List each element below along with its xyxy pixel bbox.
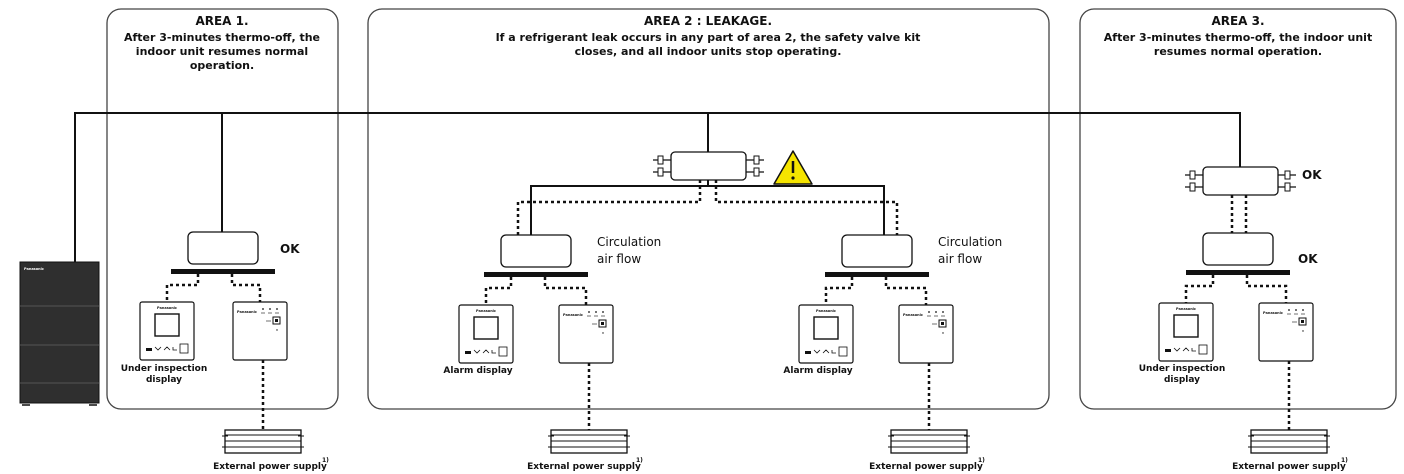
indoor-unit-3 — [841, 234, 913, 268]
svg-text:1): 1) — [1341, 457, 1348, 464]
area-2-text-line-2: closes, and all indoor units stop operat… — [575, 45, 842, 58]
indoor-unit-1 — [187, 231, 259, 265]
svg-text:1): 1) — [978, 457, 985, 464]
area-2-alarm-display-right: Alarm display — [783, 366, 852, 376]
power-supply-icon — [222, 429, 304, 454]
remote-controller-icon: Panasonic — [1158, 302, 1214, 362]
leak-sensor-box-icon: Panasonic — [1258, 302, 1314, 362]
safety-valve-kit-icon — [653, 151, 764, 181]
svg-text:External power supply: External power supply — [869, 462, 983, 472]
area-3-indoor-ok-label: OK — [1298, 252, 1318, 266]
svg-text:Panasonic: Panasonic — [24, 267, 44, 271]
svg-text:External power supply: External power supply — [1232, 462, 1346, 472]
svg-text:External power supply: External power supply — [527, 462, 641, 472]
indoor-unit-3-wiring — [824, 277, 928, 305]
warning-triangle-icon — [773, 150, 813, 185]
area-1-text-line-2: indoor unit resumes normal — [136, 45, 308, 58]
unit-3-circulation-line-1: Circulation — [938, 235, 1002, 249]
indoor-unit-4-wiring — [1184, 275, 1288, 303]
area-3-under-inspection-line-1: Under inspection — [1139, 364, 1226, 374]
svg-text:Panasonic: Panasonic — [1263, 311, 1283, 315]
area-2-frame — [367, 8, 1050, 410]
svg-text:1): 1) — [636, 457, 643, 464]
svg-text:Panasonic: Panasonic — [476, 309, 496, 313]
indoor-unit-4 — [1202, 232, 1274, 266]
external-power-label-1: External power supply 1) — [213, 457, 329, 472]
area-2-branch-pipes — [530, 180, 885, 235]
unit-3-circulation-line-2: air flow — [938, 252, 982, 266]
unit-2-circulation-line-2: air flow — [597, 252, 641, 266]
power-supply-icon — [888, 429, 970, 454]
area-3-title: AREA 3. — [1211, 14, 1264, 28]
svg-text:External power supply: External power supply — [213, 462, 327, 472]
indoor-unit-2-wiring — [484, 277, 588, 305]
svg-text:Panasonic: Panasonic — [1176, 307, 1196, 311]
area-3-valve-ok-label: OK — [1302, 168, 1322, 182]
area-1-under-inspection-line-1: Under inspection — [121, 364, 208, 374]
power-supply-icon — [1248, 429, 1330, 454]
svg-text:Panasonic: Panasonic — [237, 310, 257, 314]
indoor-unit-2-ceiling-bar — [484, 272, 588, 277]
svg-text:Panasonic: Panasonic — [903, 313, 923, 317]
indoor-unit-1-wiring — [165, 274, 262, 302]
remote-controller-icon: Panasonic — [458, 304, 514, 364]
external-power-label-3: External power supply 1) — [869, 457, 985, 472]
area-1-frame — [106, 8, 339, 410]
power-supply-icon — [548, 429, 630, 454]
outdoor-unit-icon: Panasonic — [19, 261, 100, 406]
unit-2-circulation-line-1: Circulation — [597, 235, 661, 249]
area-3-under-inspection-line-2: display — [1164, 375, 1200, 385]
svg-text:1): 1) — [322, 457, 329, 464]
area-1-text-line-1: After 3-minutes thermo-off, the — [124, 31, 320, 44]
area-2-title: AREA 2 : LEAKAGE. — [644, 14, 772, 28]
area-1-title: AREA 1. — [195, 14, 248, 28]
leak-sensor-box-icon: Panasonic — [898, 304, 954, 364]
indoor-unit-2 — [500, 234, 572, 268]
area-2-dotted-wiring — [516, 180, 899, 235]
area-1-text-line-3: operation. — [190, 59, 254, 72]
area-1-indoor-ok-label: OK — [280, 242, 300, 256]
leak-sensor-box-icon: Panasonic — [232, 301, 288, 361]
remote-controller-icon: Panasonic — [798, 304, 854, 364]
leak-sensor-box-icon: Panasonic — [558, 304, 614, 364]
area-2-text-line-1: If a refrigerant leak occurs in any part… — [496, 31, 921, 44]
indoor-unit-4-ceiling-bar — [1186, 270, 1290, 275]
svg-text:Panasonic: Panasonic — [157, 306, 177, 310]
svg-text:Panasonic: Panasonic — [563, 313, 583, 317]
external-power-label-4: External power supply 1) — [1232, 457, 1348, 472]
area-2-alarm-display-left: Alarm display — [443, 366, 512, 376]
area-3-safety-valve-kit-icon — [1185, 166, 1296, 196]
area-3-text-line-1: After 3-minutes thermo-off, the indoor u… — [1104, 31, 1372, 44]
area-1-under-inspection-line-2: display — [146, 375, 182, 385]
svg-text:Panasonic: Panasonic — [816, 309, 836, 313]
indoor-unit-1-ceiling-bar — [171, 269, 275, 274]
area-3-dotted-wiring — [1230, 195, 1248, 233]
external-power-label-2: External power supply 1) — [527, 457, 643, 472]
indoor-unit-3-ceiling-bar — [825, 272, 929, 277]
area-3-text-line-2: resumes normal operation. — [1154, 45, 1322, 58]
remote-controller-icon: Panasonic — [139, 301, 195, 361]
area-3-frame — [1079, 8, 1397, 410]
